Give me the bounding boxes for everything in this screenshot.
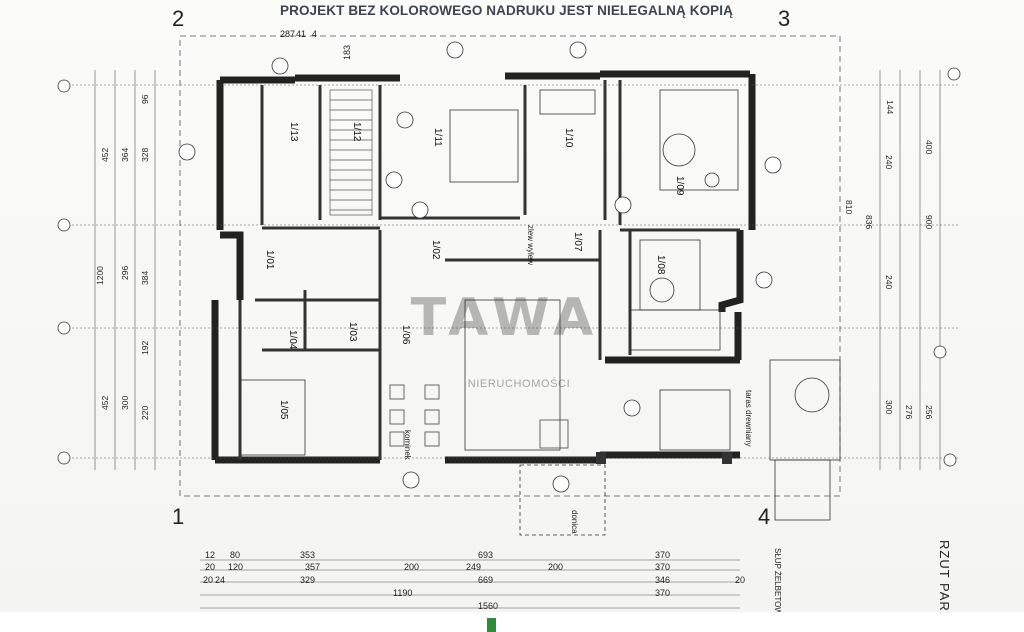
annotation-text: SŁUP ŻELBETOWY bbox=[773, 548, 782, 621]
dim-text: 20 bbox=[203, 575, 213, 585]
dim-text: 400 bbox=[924, 140, 934, 154]
dim-text: 287 bbox=[280, 29, 295, 39]
axis-label: 4 bbox=[758, 504, 771, 529]
axis-label: 1 bbox=[172, 504, 185, 529]
dim-text: 693 bbox=[478, 550, 493, 560]
dim-text: 452 bbox=[100, 396, 110, 410]
round-table-terrace bbox=[794, 377, 830, 413]
room-label: 1/06 bbox=[400, 325, 411, 345]
dim-text: 1560 bbox=[478, 601, 498, 611]
dim-text: 353 bbox=[300, 550, 315, 560]
dim-text: 256 bbox=[924, 405, 934, 419]
watermark-logo: TAWA bbox=[410, 288, 600, 348]
dim-text: 240 bbox=[884, 275, 894, 289]
dim-text: 96 bbox=[140, 94, 150, 104]
dim-text: 810 bbox=[844, 200, 854, 214]
watermark-subtitle: NIERUCHOMOŚCI bbox=[467, 378, 571, 390]
page-edge bbox=[0, 612, 1024, 632]
room-label: 1/12 bbox=[351, 122, 362, 142]
annotation-text: donica bbox=[570, 510, 579, 534]
dim-text: 249 bbox=[466, 562, 481, 572]
room-label: 1/11 bbox=[432, 128, 443, 147]
room-label: 1/05 bbox=[278, 400, 289, 420]
dim-text: 4 bbox=[312, 29, 317, 39]
kitchen-counter bbox=[239, 379, 306, 456]
room-label: 1/03 bbox=[347, 322, 358, 342]
axis-label: 3 bbox=[778, 6, 791, 31]
room-label: 1/07 bbox=[572, 232, 583, 252]
dim-text: 240 bbox=[884, 155, 894, 169]
dim-text: 300 bbox=[120, 396, 130, 410]
room-label: 1/08 bbox=[655, 255, 666, 275]
room-label: 1/01 bbox=[264, 250, 275, 270]
dim-text: 296 bbox=[120, 266, 130, 280]
annotation-text: taras drewniany bbox=[744, 390, 753, 446]
round-rug-1 bbox=[662, 133, 696, 167]
room-label: 1/10 bbox=[563, 128, 574, 148]
dim-text: 41 bbox=[296, 29, 306, 39]
dim-text: 357 bbox=[305, 562, 320, 572]
dim-text: 328 bbox=[140, 148, 150, 162]
left-dimensions: 452 364 328 96 1200 296 384 192 452 220 … bbox=[95, 94, 150, 420]
dim-text: 329 bbox=[300, 575, 315, 585]
dim-text: 669 bbox=[478, 575, 493, 585]
dim-text: 20 bbox=[735, 575, 745, 585]
room-label: 1/13 bbox=[288, 122, 299, 142]
dim-text: 836 bbox=[864, 215, 874, 229]
dim-text: 1200 bbox=[95, 266, 105, 285]
dim-text: 370 bbox=[655, 550, 670, 560]
dim-text: 900 bbox=[924, 215, 934, 229]
room-label: 1/02 bbox=[430, 240, 441, 260]
dim-text: 1190 bbox=[393, 588, 412, 598]
dim-text: 20 bbox=[205, 562, 215, 572]
bed-2 bbox=[659, 89, 739, 191]
dim-text: 12 bbox=[205, 550, 215, 560]
dim-text: 80 bbox=[230, 550, 240, 560]
dim-text: 364 bbox=[120, 148, 130, 162]
dim-text: 183 bbox=[342, 45, 352, 60]
dim-text: 144 bbox=[885, 100, 895, 114]
dim-text: 346 bbox=[655, 575, 670, 585]
annotation-text: zlew wylew bbox=[526, 225, 535, 265]
bottom-dimensions: 12 80 353 693 370 20 120 357 200 249 200… bbox=[203, 550, 745, 611]
dim-text: 200 bbox=[404, 562, 419, 572]
copy-notice: PROJEKT BEZ KOLOROWEGO NADRUKU JEST NIEL… bbox=[280, 3, 733, 18]
right-dimensions: 144 400 240 810 836 900 240 276 300 256 bbox=[844, 100, 934, 419]
room-label: 1/04 bbox=[287, 330, 298, 350]
dining-table bbox=[659, 389, 731, 451]
axis-label: 2 bbox=[172, 6, 185, 31]
dim-text: 200 bbox=[548, 562, 563, 572]
dim-text: 276 bbox=[904, 405, 914, 419]
dim-text: 120 bbox=[228, 562, 243, 572]
stairs bbox=[329, 89, 373, 216]
sofa bbox=[464, 299, 561, 451]
dim-text: 370 bbox=[655, 562, 670, 572]
dim-text: 192 bbox=[140, 341, 150, 355]
bathtub bbox=[539, 89, 596, 115]
bed-1 bbox=[449, 109, 519, 183]
green-marker bbox=[487, 618, 496, 632]
dim-text: 300 bbox=[884, 400, 894, 414]
dim-text: 24 bbox=[215, 575, 225, 585]
annotation-text: kominek bbox=[403, 430, 412, 461]
dim-text: 452 bbox=[100, 148, 110, 162]
dim-text: 220 bbox=[140, 406, 150, 420]
room-labels: 1/13 1/12 1/11 1/10 1/09 1/08 1/07 1/02 … bbox=[264, 122, 685, 420]
columns bbox=[596, 452, 732, 464]
annotations: taras drewniany SŁUP ŻELBETOWY zlew wyle… bbox=[403, 225, 782, 621]
room-label: 1/09 bbox=[674, 176, 685, 196]
top-dimensions: 287 183 41 4 bbox=[280, 29, 352, 60]
dim-text: 370 bbox=[655, 588, 670, 598]
dim-text: 384 bbox=[140, 271, 150, 285]
outer-walls bbox=[211, 70, 756, 464]
